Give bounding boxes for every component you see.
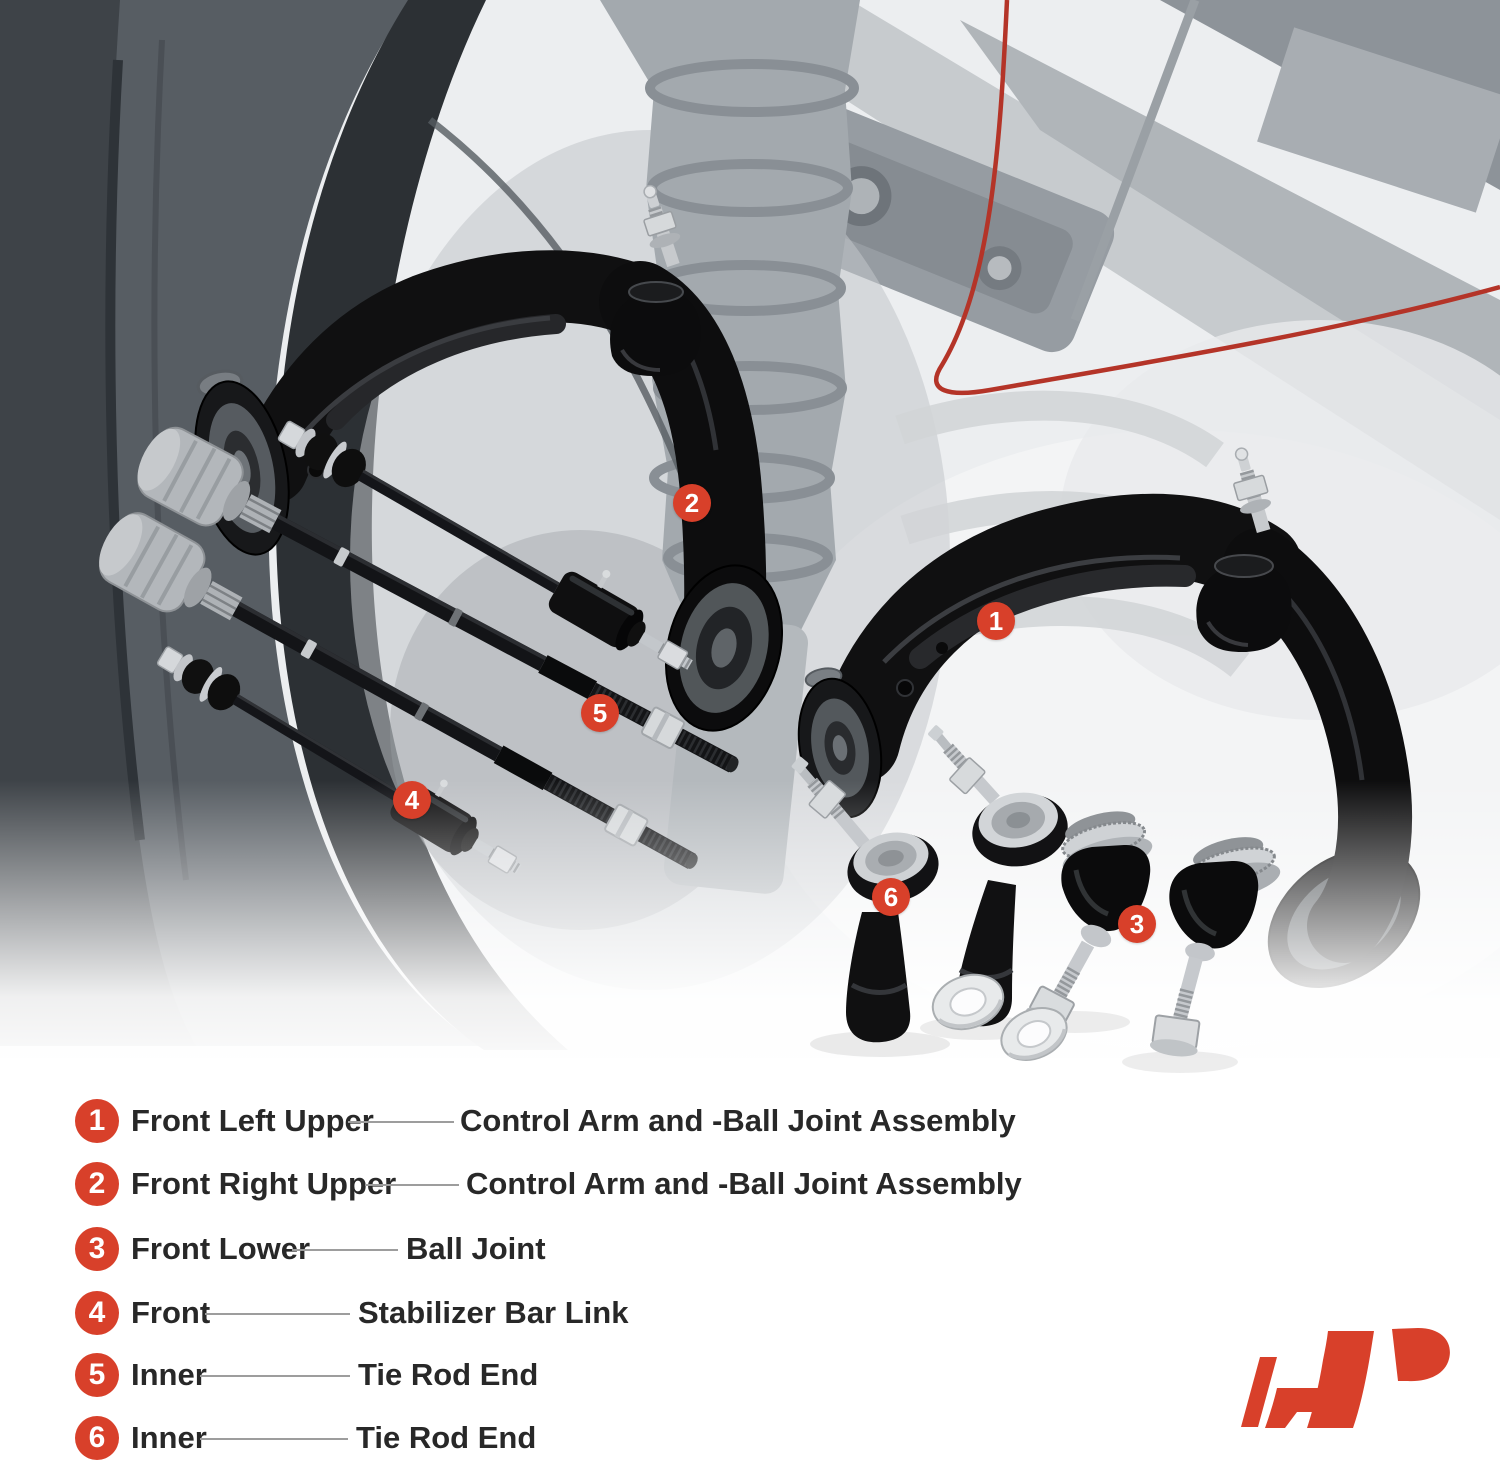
legend-part-name: Tie Rod End [356,1420,537,1455]
legend-position-label: Inner [131,1357,207,1392]
legend-part-name: Control Arm and -Ball Joint Assembly [460,1103,1016,1138]
legend-number-badge: 4 [75,1291,119,1335]
stabilizer-bar-link-1 [277,420,693,670]
legend-part-name: Ball Joint [406,1231,546,1266]
legend-row: 4 Front Stabilizer Bar Link [0,1289,1500,1337]
marker-number: 1 [988,606,1004,636]
legend-connector-line [292,1249,398,1251]
marker-number: 2 [684,488,700,518]
legend-row: 2 Front Right Upper Control Arm and -Bal… [0,1160,1500,1208]
legend-connector-line [348,1121,454,1123]
legend-connector-line [200,1375,350,1377]
red-accent-arc [934,0,1500,396]
arm2-rear-bushing [664,564,784,732]
brand-logo-icon [1241,1328,1450,1428]
legend-part-name: Tie Rod End [358,1357,539,1392]
marker-number: 5 [592,698,608,728]
legend-number-badge: 1 [75,1099,119,1143]
marker-number: 3 [1129,909,1145,939]
arm1-ball-joint [1196,447,1292,652]
legend-row: 3 Front Lower Ball Joint [0,1225,1500,1273]
callout-marker-1: 1 [977,602,1015,640]
legend-row: 1 Front Left Upper Control Arm and -Ball… [0,1097,1500,1145]
legend-position-label: Inner [131,1420,207,1455]
legend-number-badge: 6 [75,1416,119,1460]
legend-connector-line [200,1438,348,1440]
legend-connector-line [365,1184,459,1186]
legend-row: 6 Inner Tie Rod End [0,1414,1500,1460]
inner-tie-rod-1 [137,426,739,773]
outer-tie-rod-end-1 [791,756,950,1057]
marker-number: 6 [883,882,899,912]
legend-number-badge: 5 [75,1353,119,1397]
legend-number-badge: 3 [75,1227,119,1271]
legend-number-badge: 2 [75,1162,119,1206]
legend-connector-line [205,1313,350,1315]
legend-part-name: Stabilizer Bar Link [358,1295,629,1330]
legend-part-name: Control Arm and -Ball Joint Assembly [466,1166,1022,1201]
washer-2 [1000,1007,1068,1061]
callout-marker-2: 2 [673,484,711,522]
callout-marker-5: 5 [581,694,619,732]
arm2-ball-joint [610,184,701,376]
legend-position-label: Front Lower [131,1231,311,1266]
legend-position-label: Front Right Upper [131,1166,397,1201]
parts-legend: 1 Front Left Upper Control Arm and -Ball… [0,1090,1500,1460]
callout-marker-4: 4 [393,781,431,819]
lower-ball-joint-2 [1122,837,1281,1073]
suspension-photo [0,0,1500,1090]
callout-marker-3: 3 [1118,905,1156,943]
legend-position-label: Front Left Upper [131,1103,374,1138]
marker-number: 4 [404,785,420,815]
callout-marker-6: 6 [872,878,910,916]
washer-1 [931,973,1005,1031]
legend-position-label: Front [131,1295,211,1330]
legend-row: 5 Inner Tie Rod End [0,1351,1500,1399]
